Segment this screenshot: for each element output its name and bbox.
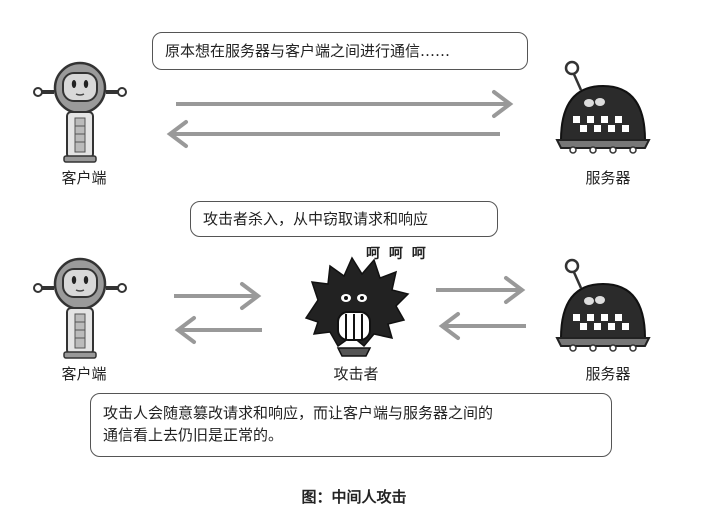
attacker-laugh-text: 呵 呵 呵 xyxy=(366,246,428,262)
middle-speech-bubble: 攻击者杀入，从中窃取请求和响应 xyxy=(190,201,498,237)
top-client-label: 客户端 xyxy=(61,169,107,187)
top-speech-bubble: 原本想在服务器与客户端之间进行通信…… xyxy=(152,32,528,70)
top-bubble-text: 原本想在服务器与客户端之间进行通信…… xyxy=(165,42,451,60)
client-robot-icon xyxy=(32,257,128,360)
top-server-label: 服务器 xyxy=(585,169,631,187)
bottom-speech-bubble: 攻击人会随意篡改请求和响应，而让客户端与服务器之间的 通信看上去仍旧是正常的。 xyxy=(90,393,612,457)
attacker-icon xyxy=(304,256,410,357)
attacker-label: 攻击者 xyxy=(333,365,379,383)
figure-caption: 图：中间人攻击 xyxy=(301,488,407,506)
bottom-bubble-line-2: 通信看上去仍旧是正常的。 xyxy=(103,426,284,444)
middle-bubble-text: 攻击者杀入，从中窃取请求和响应 xyxy=(203,210,429,228)
bottom-bubble-line-1: 攻击人会随意篡改请求和响应，而让客户端与服务器之间的 xyxy=(103,404,494,422)
middle-client-label: 客户端 xyxy=(61,365,107,383)
server-robot-icon xyxy=(555,60,651,155)
server-robot-icon xyxy=(555,258,651,353)
middle-server-label: 服务器 xyxy=(585,365,631,383)
client-robot-icon xyxy=(32,61,128,164)
